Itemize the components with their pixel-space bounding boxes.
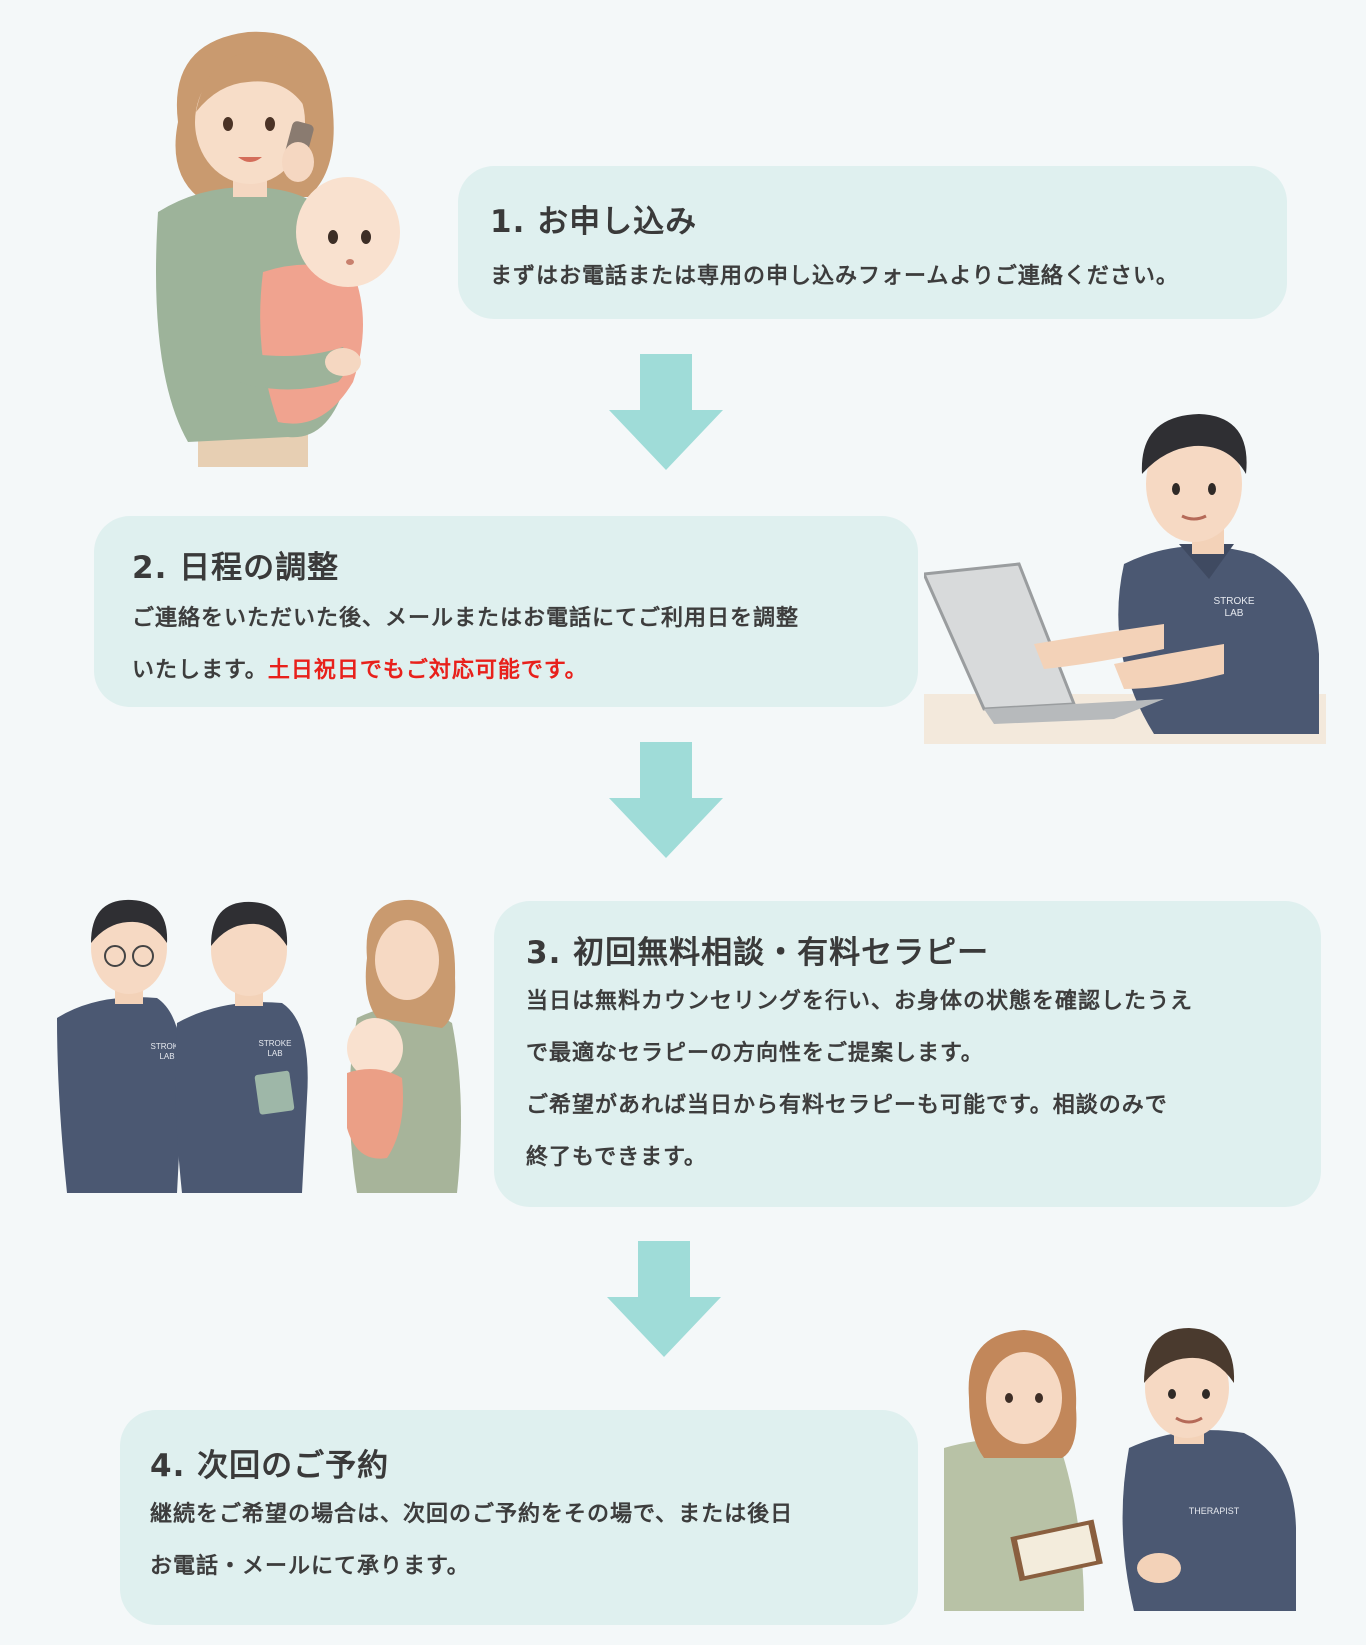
shirt-label-lab: LAB xyxy=(267,1049,282,1058)
booking-with-therapist-illustration: THERAPIST xyxy=(944,1328,1296,1611)
step-3-description-line-3: ご希望があれば当日から有料セラピーも可能です。相談のみで xyxy=(526,1093,1168,1118)
therapist-shirt-label: THERAPIST xyxy=(1189,1506,1240,1516)
consultation-team-illustration: STROKE LAB STROKE LAB xyxy=(57,899,461,1193)
step-2-description-line-2: いたします。土日祝日でもご対応可能です。 xyxy=(132,645,880,697)
mother-on-phone-illustration xyxy=(156,31,400,467)
step-3-title: 3. 初回無料相談・有料セラピー xyxy=(526,935,990,971)
arrow-down-icon xyxy=(609,354,723,470)
step-4-card: 4. 次回のご予約 継続をご希望の場合は、次回のご予約をその場で、または後日 お… xyxy=(120,1410,918,1625)
step-2-description-line-1: ご連絡をいただいた後、メールまたはお電話にてご利用日を調整 xyxy=(132,606,800,631)
step-2-line-2-text: いたします。 xyxy=(132,658,268,683)
step-3-description-line-2: で最適なセラピーの方向性をご提案します。 xyxy=(526,1041,984,1066)
shirt-label-stroke: STROKE xyxy=(259,1039,292,1048)
step-3-description-line-4: 終了もできます。 xyxy=(526,1145,707,1170)
shirt-label-lab: LAB xyxy=(159,1052,174,1061)
step-4-description-line-2: お電話・メールにて承ります。 xyxy=(150,1554,470,1579)
shirt-label-stroke: STROKE xyxy=(1213,596,1254,607)
step-2-title: 2. 日程の調整 xyxy=(132,550,340,586)
step-2-card: 2. 日程の調整 ご連絡をいただいた後、メールまたはお電話にてご利用日を調整 い… xyxy=(94,516,918,707)
arrow-down-icon xyxy=(609,742,723,858)
step-3-card: 3. 初回無料相談・有料セラピー 当日は無料カウンセリングを行い、お身体の状態を… xyxy=(494,901,1321,1207)
shirt-label-lab: LAB xyxy=(1225,608,1244,619)
weekend-availability-highlight: 土日祝日でもご対応可能です。 xyxy=(267,658,588,683)
step-4-title: 4. 次回のご予約 xyxy=(150,1448,390,1484)
staff-at-laptop-illustration: STROKE LAB xyxy=(924,414,1326,744)
step-1-title: 1. お申し込み xyxy=(490,204,698,240)
arrow-down-icon xyxy=(607,1241,721,1357)
step-4-description-line-1: 継続をご希望の場合は、次回のご予約をその場で、または後日 xyxy=(150,1502,794,1527)
step-1-card: 1. お申し込み まずはお電話または専用の申し込みフォームよりご連絡ください。 xyxy=(458,166,1287,319)
step-3-description-line-1: 当日は無料カウンセリングを行い、お身体の状態を確認したうえ xyxy=(526,989,1194,1014)
step-1-description: まずはお電話または専用の申し込みフォームよりご連絡ください。 xyxy=(490,264,1179,289)
shirt-label-stroke: STROKE xyxy=(151,1042,184,1051)
